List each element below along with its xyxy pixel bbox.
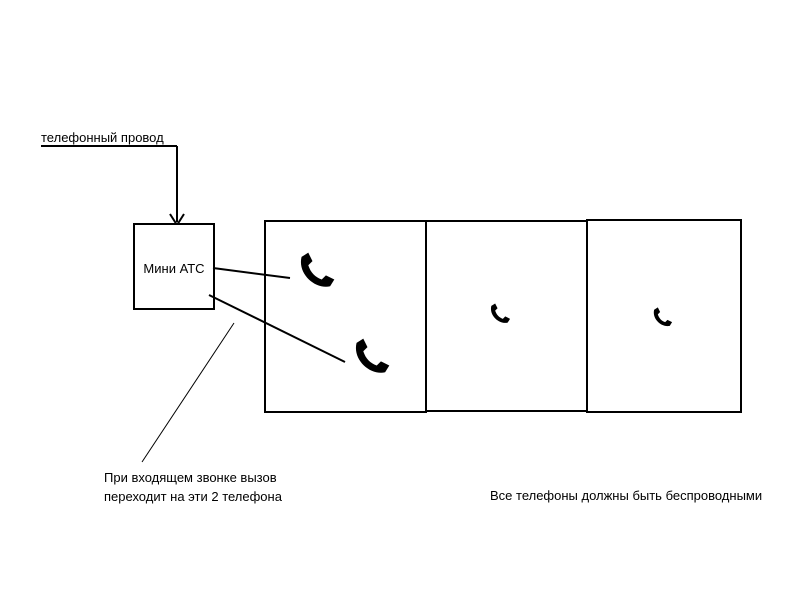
mini-pbx-box: [133, 223, 215, 310]
pbx-to-phone-2-line: [208, 294, 346, 363]
phone-handset-icon: [300, 252, 335, 287]
room-2-box: [425, 220, 588, 412]
room-3-box: [586, 219, 742, 413]
phone-handset-icon: [653, 307, 673, 327]
incoming-call-note: При входящем звонке вызов переходит на э…: [104, 468, 282, 506]
phone-wire-label: телефонный провод: [41, 130, 164, 145]
incoming-call-note-line-1: При входящем звонке вызов: [104, 470, 277, 485]
phone-handset-icon: [490, 303, 511, 323]
wireless-requirement-note: Все телефоны должны быть беспроводными: [490, 488, 763, 503]
incoming-call-note-line-2: переходит на эти 2 телефона: [104, 489, 282, 504]
room-1-box: [264, 220, 427, 413]
note-pointer-line: [141, 322, 235, 463]
phone-handset-icon: [355, 338, 390, 373]
pbx-to-phone-1-line: [212, 267, 291, 279]
mini-pbx-label: Мини АТС: [143, 261, 205, 276]
